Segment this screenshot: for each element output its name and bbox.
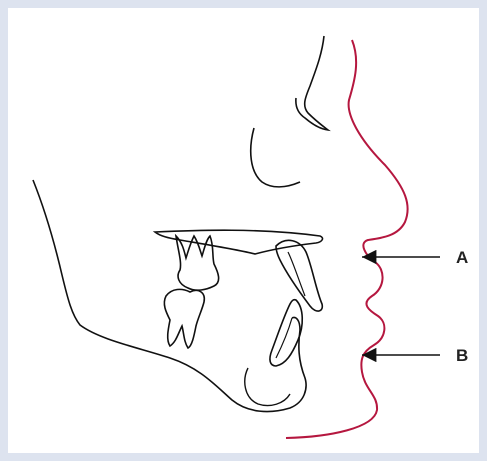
orbit-curve bbox=[251, 128, 300, 187]
soft-tissue-profile bbox=[286, 40, 408, 438]
label-a: A bbox=[456, 249, 468, 266]
mandible-outline bbox=[33, 180, 306, 412]
upper-incisor-inner bbox=[288, 252, 305, 296]
lower-incisor bbox=[270, 300, 302, 366]
upper-molar bbox=[176, 236, 219, 290]
upper-incisor bbox=[276, 240, 322, 311]
label-b: B bbox=[456, 347, 468, 364]
lower-incisor-inner bbox=[276, 318, 292, 358]
nasal-bone bbox=[296, 36, 328, 130]
lower-molar bbox=[164, 289, 204, 348]
symphysis-inner bbox=[245, 368, 290, 406]
